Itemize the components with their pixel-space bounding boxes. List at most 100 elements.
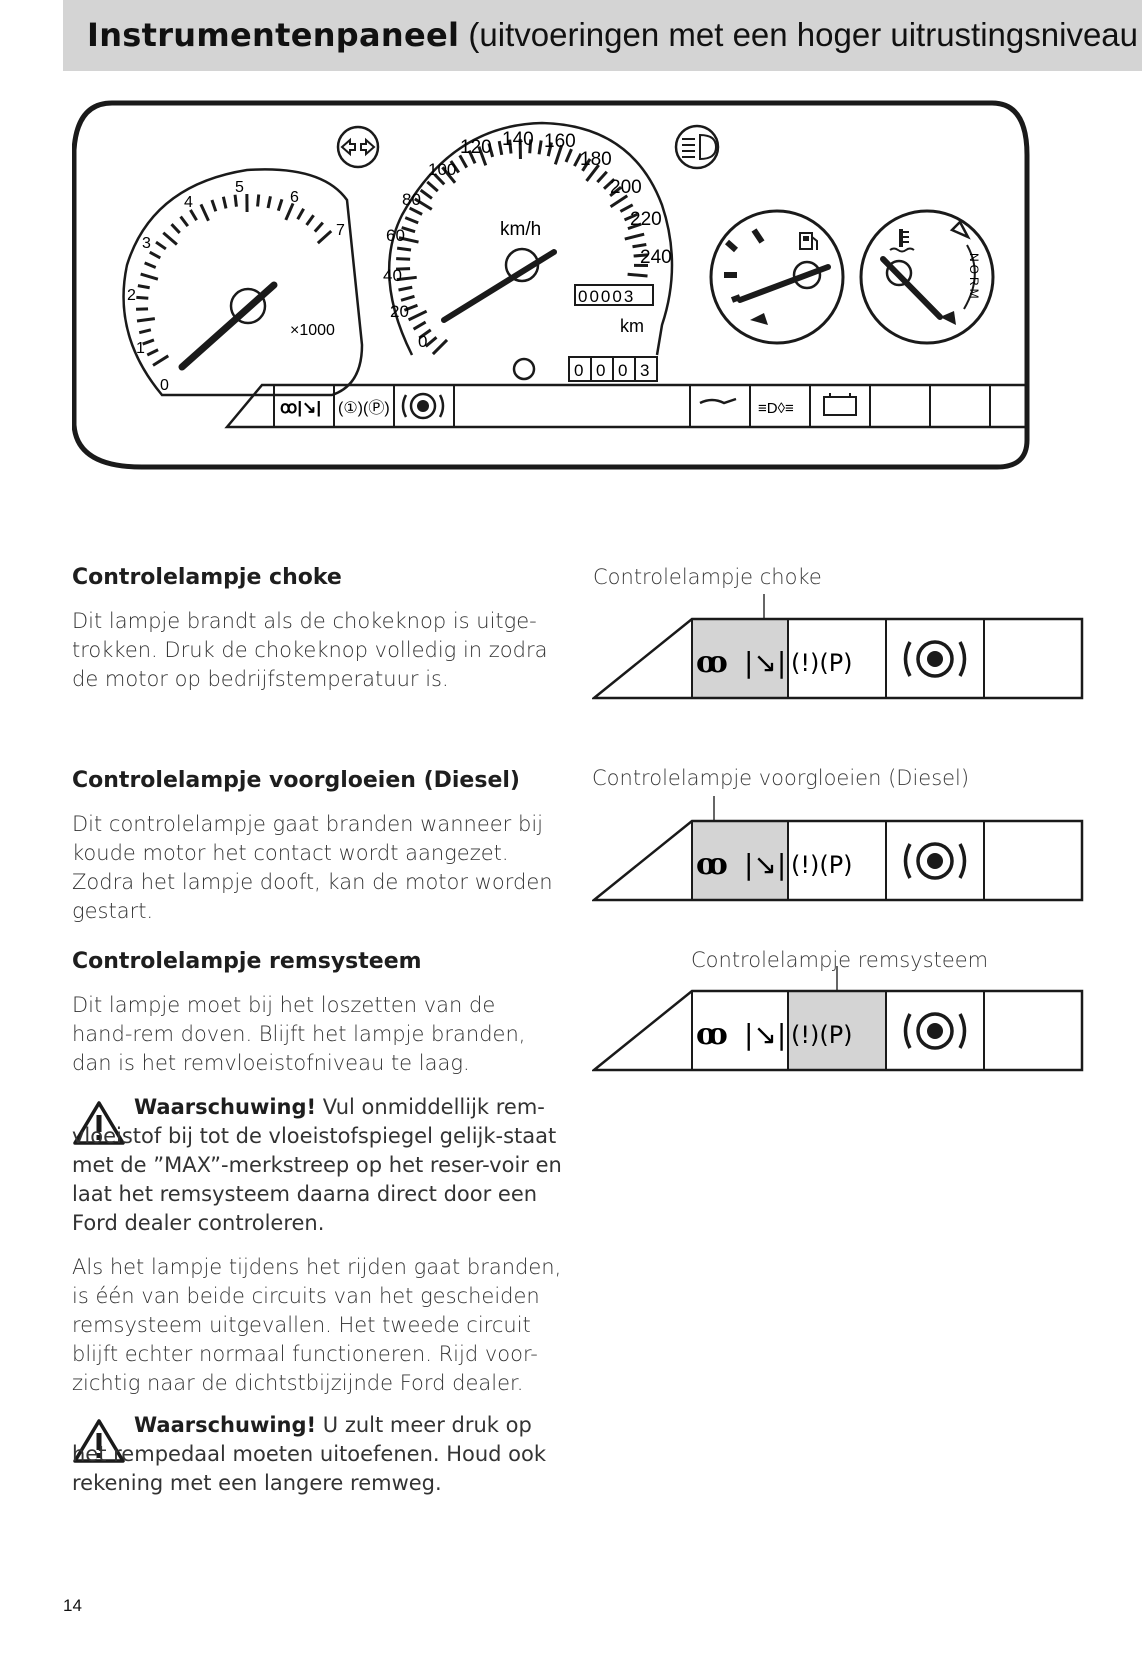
gauge-tick [619, 203, 634, 213]
svg-text:60: 60 [386, 226, 405, 245]
gauge-tick [284, 202, 295, 221]
strip-choke: ꝏ |↘| (!)(P) [592, 594, 1084, 700]
gauge-tick [585, 164, 600, 182]
svg-text:|↘|: |↘| [744, 1018, 786, 1051]
gauge-tick [210, 199, 218, 212]
gauge-tick [403, 303, 419, 312]
svg-text:(!)(P): (!)(P) [791, 649, 853, 677]
strip-brake: ꝏ |↘| (!)(P) [592, 966, 1084, 1072]
gauge-tick [609, 186, 623, 198]
svg-text:0: 0 [618, 361, 627, 380]
gauge-tick [431, 338, 449, 356]
gauge-tick [142, 338, 155, 346]
gauge-tick [398, 236, 419, 244]
svg-text:100: 100 [428, 160, 456, 179]
gauge-tick [149, 250, 162, 260]
caption-choke: Controlelampje choke [593, 565, 822, 589]
svg-text:140: 140 [502, 129, 534, 150]
svg-text:160: 160 [544, 131, 576, 152]
trip-counter: 0 0 0 3 [512, 356, 658, 382]
gauge-tick [404, 216, 419, 225]
gauge-tick [155, 240, 167, 251]
svg-text:NORM: NORM [967, 253, 981, 302]
gauge-tick [508, 139, 513, 154]
warning-triangle-icon [73, 1419, 125, 1463]
tachometer: 0 1 2 3 4 5 6 7 ×1000 [122, 168, 364, 397]
gauge-tick [408, 206, 423, 216]
headlamp-icon [674, 124, 720, 170]
instrument-panel-illustration: 0 1 2 3 4 5 6 7 ×1000 0 20 40 60 80 100 … [72, 100, 1030, 470]
gauge-tick [424, 336, 438, 348]
gauge-tick [316, 229, 333, 245]
gauge-tick [441, 166, 457, 184]
svg-text:ꝏ|↘|: ꝏ|↘| [280, 398, 321, 417]
gauge-tick [136, 295, 149, 300]
gauge-tick [419, 188, 433, 200]
gauge-tick [624, 232, 645, 241]
gauge-tick [449, 160, 461, 174]
warning-light-strip: ꝏ|↘| (①)(Ⓟ) ≡D◊≡ [224, 383, 1029, 429]
gauge-tick [179, 215, 190, 228]
warning-text-1: Waarschuwing! Vul onmiddellijk rem-vloei… [72, 1095, 562, 1235]
gauge-tick [487, 143, 495, 158]
svg-text:120: 120 [460, 137, 492, 158]
svg-text:ꝏ: ꝏ [696, 645, 728, 680]
heading-glow: Controlelampje voorgloeien (Diesel) [72, 768, 520, 793]
svg-text:km: km [620, 316, 644, 336]
svg-text:3: 3 [142, 235, 151, 252]
svg-text:ꝏ: ꝏ [696, 847, 728, 882]
gauge-tick [138, 328, 152, 335]
gauge-tick [553, 144, 564, 165]
svg-text:220: 220 [630, 209, 662, 230]
svg-text:3: 3 [640, 361, 649, 380]
gauge-tick [396, 275, 417, 282]
svg-text:1: 1 [136, 340, 145, 357]
svg-text:(!)(P): (!)(P) [791, 851, 853, 879]
svg-text:ꝏ: ꝏ [696, 1017, 728, 1052]
body-choke: Dit lampje brandt als de chokeknop is ui… [72, 609, 548, 691]
warning-text-2: Waarschuwing! U zult meer druk op het re… [72, 1413, 547, 1495]
svg-text:00003: 00003 [578, 287, 635, 306]
gauge-tick [170, 223, 181, 234]
caption-glow: Controlelampje voorgloeien (Diesel) [592, 766, 970, 790]
header-band: Instrumentenpaneel (uitvoeringen met een… [63, 0, 1142, 71]
gauge-tick [603, 178, 616, 190]
page-title: Instrumentenpaneel (uitvoeringen met een… [87, 16, 1139, 54]
gauge-tick [537, 140, 543, 155]
svg-text:|↘|: |↘| [744, 646, 786, 679]
svg-text:7: 7 [336, 222, 345, 239]
gauge-tick [398, 285, 413, 292]
body-glow: Dit controlelampje gaat branden wanneer … [72, 812, 553, 923]
svg-text:6: 6 [290, 189, 299, 206]
svg-text:≡D◊≡: ≡D◊≡ [758, 400, 794, 417]
gauge-tick [221, 196, 228, 209]
gauge-tick [467, 149, 477, 164]
gauge-tick [627, 222, 642, 231]
gauge-tick [400, 294, 415, 302]
svg-text:km/h: km/h [500, 219, 541, 240]
svg-text:0: 0 [160, 377, 169, 394]
gauge-tick [623, 212, 638, 222]
gauge-tick [276, 198, 284, 212]
gauge-tick [152, 354, 170, 367]
gauge-tick [546, 142, 553, 157]
svg-text:4: 4 [184, 194, 193, 211]
temperature-gauge: NORM [859, 209, 995, 345]
heading-choke: Controlelampje choke [72, 565, 342, 590]
gauge-tick [396, 246, 412, 252]
gauge-tick [413, 197, 433, 211]
gauge-tick [162, 231, 178, 246]
body-brake: Dit lampje moet bij het loszetten van de… [72, 993, 526, 1075]
gauge-tick [418, 328, 432, 340]
gauge-tick [305, 214, 315, 226]
warning-triangle-icon [73, 1101, 125, 1145]
body-circuit: Als het lampje tijdens het rijden gaat b… [72, 1255, 562, 1395]
gauge-tick [407, 309, 428, 322]
gauge-tick [497, 140, 504, 156]
gauge-tick [313, 221, 324, 233]
caption-brake: Controlelampje remsysteem [691, 948, 989, 972]
heading-brake: Controlelampje remsysteem [72, 949, 422, 974]
svg-text:×1000: ×1000 [290, 322, 335, 339]
gauge-tick [199, 203, 210, 222]
gauge-tick [528, 139, 533, 154]
